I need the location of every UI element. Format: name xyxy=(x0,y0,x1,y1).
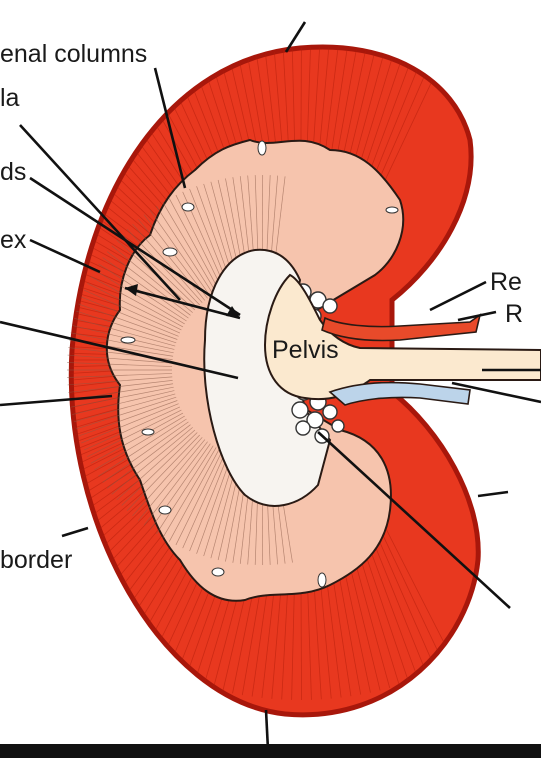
medulla-striation xyxy=(90,412,184,464)
label-border: border xyxy=(0,546,72,574)
medulla-striation xyxy=(73,393,176,423)
medulla-striation xyxy=(189,188,229,287)
medulla-striation xyxy=(106,251,191,316)
medulla-striation xyxy=(76,310,177,344)
medulla-striation xyxy=(87,282,182,331)
medulla-striation xyxy=(68,379,173,393)
label-renal-columns: enal columns xyxy=(0,40,147,68)
medulla-striation xyxy=(156,445,214,535)
label-renal-artery: Re xyxy=(490,268,522,296)
medulla-striation xyxy=(137,219,206,301)
medulla-striation xyxy=(196,454,233,554)
medulla-striation xyxy=(72,390,175,415)
label-pelvis: Pelvis xyxy=(272,336,339,364)
medulla-striation xyxy=(98,418,187,477)
leader-lines xyxy=(0,21,541,751)
medulla-striation xyxy=(162,447,217,539)
renal-artery xyxy=(321,313,482,342)
papillae-marks xyxy=(120,140,399,588)
label-pyramids: ds xyxy=(0,158,26,186)
medulla-striation xyxy=(132,223,203,303)
medulla-striation xyxy=(76,396,177,430)
medulla-striation xyxy=(132,437,203,517)
medulla-striation xyxy=(168,449,220,542)
medulla-striation xyxy=(78,303,178,340)
medulla-striation xyxy=(70,332,174,354)
medulla-striation xyxy=(143,441,208,526)
label-cortex: ex xyxy=(0,226,27,254)
bottom-bar xyxy=(0,744,541,758)
medulla-striation xyxy=(168,198,220,291)
arrowheads xyxy=(125,284,240,318)
medulla-striation xyxy=(189,453,229,552)
medulla-striation xyxy=(73,317,176,347)
medulla-striation xyxy=(116,429,196,501)
medulla-striation xyxy=(121,432,198,506)
medulla-striation xyxy=(149,210,211,297)
medulla-striation xyxy=(126,229,200,306)
medulla-striation xyxy=(126,434,200,511)
medulla-striation xyxy=(102,257,189,319)
medulla-striation xyxy=(111,427,193,495)
medulla-striation xyxy=(106,424,191,489)
label-renal-vein: R xyxy=(505,300,523,328)
medulla-striation xyxy=(143,214,208,299)
medulla-striation xyxy=(87,409,182,458)
label-medulla: la xyxy=(0,84,20,112)
medulla-striation xyxy=(94,415,185,471)
medulla-striation xyxy=(175,450,223,546)
renal-vein xyxy=(328,381,471,406)
medulla-striation xyxy=(90,276,184,328)
medulla-striation xyxy=(156,205,214,295)
medulla-striation xyxy=(81,403,179,444)
medulla-striation xyxy=(102,421,189,483)
medulla-striation xyxy=(182,452,226,549)
medulla-striation xyxy=(67,376,173,386)
medulla-striation xyxy=(83,289,181,334)
medulla-striation xyxy=(137,439,206,521)
medulla-striation xyxy=(175,194,223,290)
medulla-striation xyxy=(94,269,185,325)
medulla-striation xyxy=(78,400,178,437)
medulla-striation xyxy=(70,386,174,408)
medulla-striation xyxy=(149,443,211,530)
medulla-striation xyxy=(67,373,173,378)
medulla-striation xyxy=(81,296,179,337)
medulla-striation xyxy=(67,362,173,367)
medulla-striation xyxy=(162,201,217,293)
medulla-striation xyxy=(67,354,173,364)
medulla-striation xyxy=(83,406,181,451)
